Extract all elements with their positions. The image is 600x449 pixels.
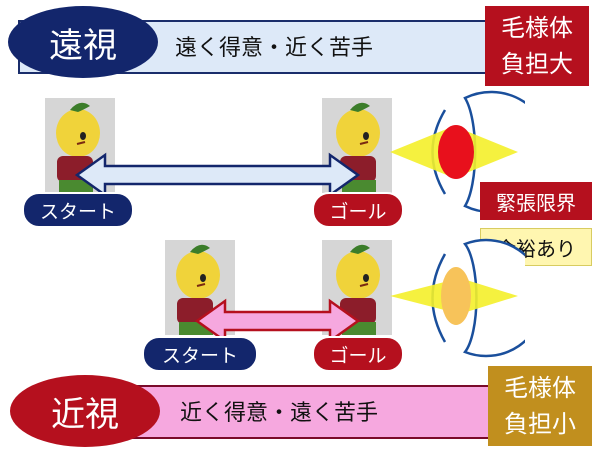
double-arrow-icon	[75, 152, 360, 198]
eye-cross-section-icon	[390, 90, 525, 214]
focus-arrow-near-sight	[195, 298, 360, 344]
double-arrow-icon	[195, 298, 360, 344]
lens-relaxed-icon	[441, 267, 471, 325]
start-pill-bottom: スタート	[142, 336, 258, 372]
focus-arrow-far-sight	[75, 152, 360, 198]
start-pill-top: スタート	[22, 192, 134, 228]
status-tag-tension: 緊張限界	[480, 182, 592, 220]
burden-line-2: 負担小	[504, 410, 576, 438]
goal-pill-bottom: ゴール	[312, 336, 404, 372]
burden-line-1: 毛様体	[501, 14, 573, 42]
near-sight-label: 近視	[10, 375, 160, 447]
near-sight-burden-box: 毛様体 負担小	[488, 366, 592, 446]
far-sight-label: 遠視	[8, 6, 158, 78]
lens-tense-icon	[438, 125, 474, 179]
far-sight-burden-box: 毛様体 負担大	[485, 6, 589, 86]
burden-line-2: 負担大	[501, 50, 573, 78]
far-sight-description: 遠く得意・近く苦手	[175, 36, 374, 61]
burden-line-1: 毛様体	[504, 374, 576, 402]
goal-pill-top: ゴール	[312, 192, 404, 228]
eye-cross-section-relaxed-icon	[390, 238, 525, 358]
near-sight-description: 近く得意・遠く苦手	[180, 401, 379, 426]
status-tag-margin: 余裕あり	[480, 228, 592, 266]
